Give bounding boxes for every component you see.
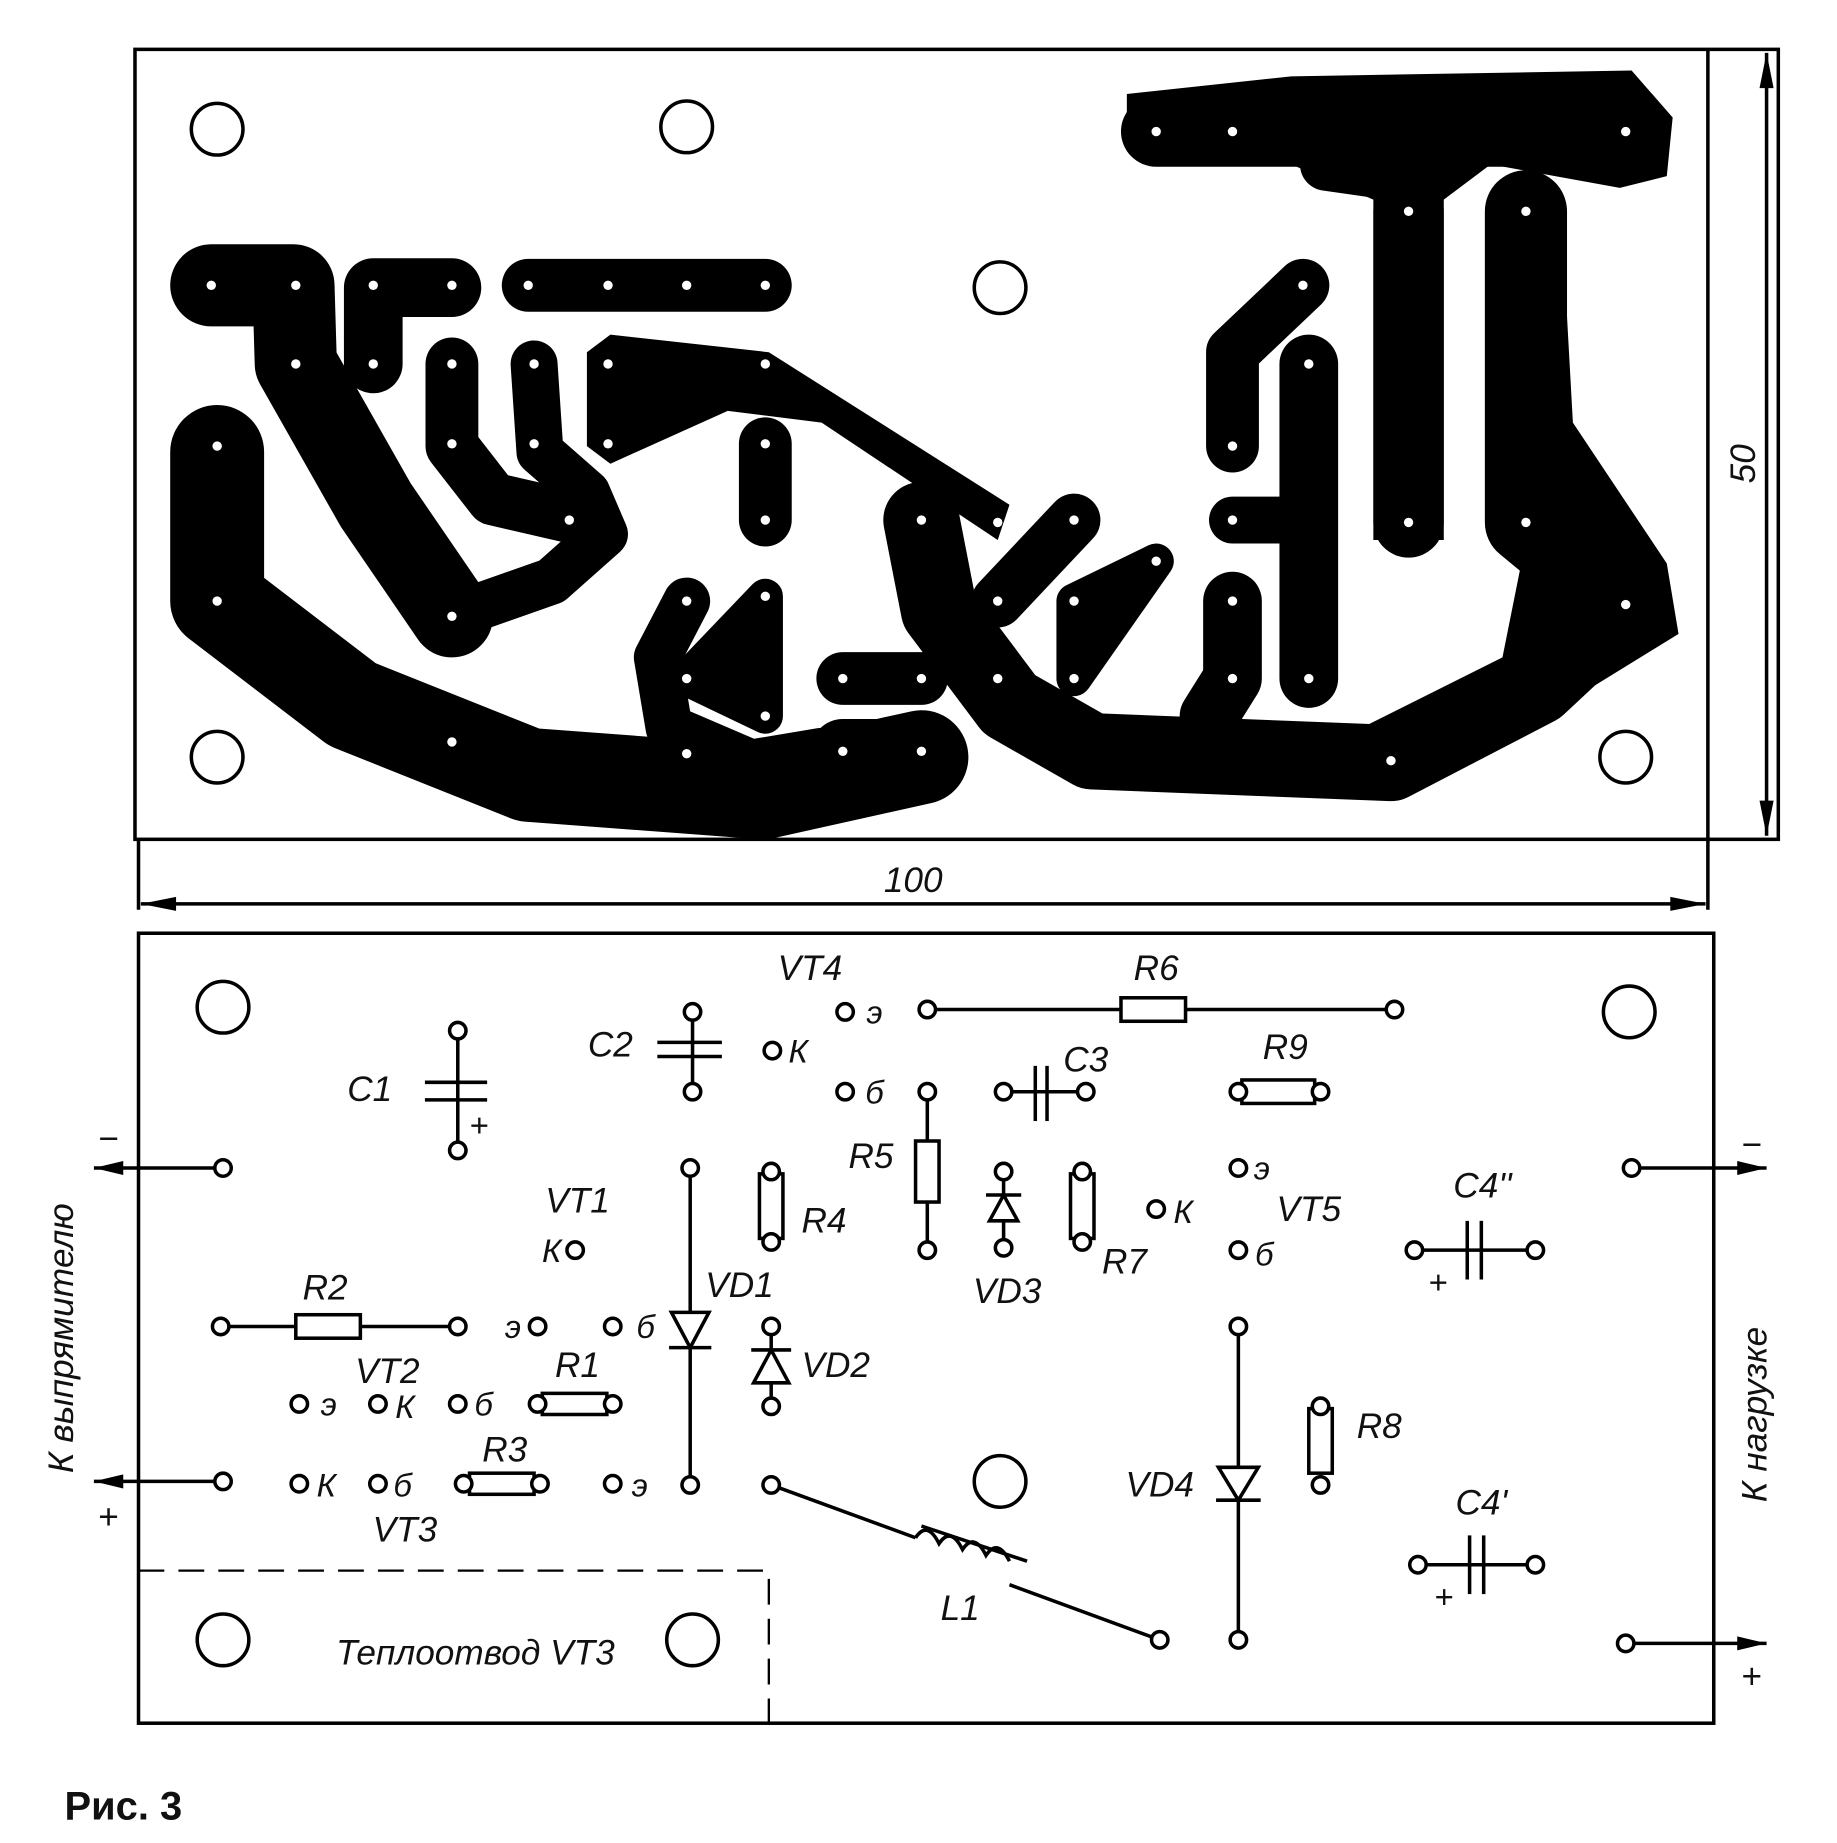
pin-k: К bbox=[317, 1467, 338, 1504]
right-side-label: К нагрузке bbox=[1736, 1327, 1775, 1502]
pin-e: э bbox=[505, 1308, 521, 1345]
pin-b: б bbox=[865, 1073, 885, 1110]
mounting-holes-top bbox=[189, 99, 1654, 785]
pin-k: К bbox=[395, 1388, 416, 1425]
component-symbols bbox=[93, 996, 1767, 1654]
label-vt2: VT2 bbox=[355, 1352, 420, 1391]
label-vt1: VT1 bbox=[545, 1182, 610, 1221]
label-r7: R7 bbox=[1102, 1243, 1148, 1282]
c4a-plus: + bbox=[1428, 1264, 1447, 1301]
label-c1: C1 bbox=[347, 1070, 392, 1109]
label-c4a: C4'' bbox=[1453, 1166, 1513, 1205]
pin-k: К bbox=[1174, 1193, 1195, 1230]
pin-e: э bbox=[632, 1467, 648, 1504]
label-vd3: VD3 bbox=[973, 1272, 1042, 1311]
component-layer-board: Теплоотвод VT3 bbox=[42, 931, 1775, 1725]
copper-layer-board bbox=[133, 47, 1781, 842]
pin-labels: э К б К э б э К б К б э э К б bbox=[317, 994, 1275, 1504]
label-r3: R3 bbox=[482, 1430, 527, 1469]
label-r4: R4 bbox=[802, 1202, 847, 1241]
component-labels: VT4 R6 C2 C1 C3 R9 R5 VT1 R4 VD1 VD3 R7 … bbox=[303, 949, 1513, 1628]
label-vd4: VD4 bbox=[1125, 1466, 1193, 1505]
left-side-label: К выпрямителю bbox=[42, 1203, 81, 1473]
label-vt5: VT5 bbox=[1277, 1190, 1342, 1229]
pin-k: К bbox=[542, 1232, 563, 1269]
pin-k: К bbox=[788, 1032, 809, 1069]
label-vt4: VT4 bbox=[778, 949, 843, 988]
label-r8: R8 bbox=[1357, 1407, 1402, 1446]
dimension-lines: 50 100 bbox=[136, 49, 1774, 911]
pin-b: б bbox=[636, 1308, 656, 1345]
polarity-marks: − + − + + + + bbox=[98, 1106, 1762, 1696]
height-dimension: 50 bbox=[1724, 444, 1763, 484]
plus-sign: + bbox=[98, 1497, 119, 1536]
copper-traces bbox=[170, 70, 1679, 840]
label-r9: R9 bbox=[1263, 1028, 1308, 1067]
pin-e: э bbox=[1254, 1150, 1270, 1187]
label-vt3: VT3 bbox=[373, 1510, 438, 1549]
width-dimension: 100 bbox=[884, 861, 943, 900]
pin-b: б bbox=[474, 1386, 494, 1423]
pin-e: э bbox=[866, 994, 882, 1031]
minus-sign: − bbox=[98, 1119, 119, 1158]
minus-sign: − bbox=[1741, 1125, 1762, 1164]
figure-caption: Рис. 3 bbox=[65, 1784, 183, 1828]
c1-plus: + bbox=[469, 1106, 488, 1143]
label-r1: R1 bbox=[555, 1346, 600, 1385]
label-c3: C3 bbox=[1063, 1041, 1108, 1080]
label-vd2: VD2 bbox=[802, 1346, 871, 1385]
label-r2: R2 bbox=[303, 1268, 348, 1307]
mounting-holes-bottom bbox=[195, 979, 1657, 1668]
label-r6: R6 bbox=[1134, 949, 1179, 988]
label-c4b: C4' bbox=[1455, 1483, 1508, 1522]
plus-sign: + bbox=[1741, 1657, 1762, 1696]
label-l1: L1 bbox=[941, 1589, 980, 1628]
c4b-plus: + bbox=[1434, 1578, 1453, 1615]
pin-e: э bbox=[321, 1386, 337, 1423]
label-c2: C2 bbox=[588, 1025, 633, 1064]
copper-pads bbox=[206, 126, 1631, 766]
label-r5: R5 bbox=[848, 1137, 893, 1176]
heatsink-outline bbox=[138, 1569, 771, 1724]
label-vd1: VD1 bbox=[705, 1266, 773, 1305]
heatsink-label: Теплоотвод VT3 bbox=[336, 1634, 615, 1673]
pin-b: б bbox=[1255, 1235, 1275, 1272]
pin-b: б bbox=[393, 1467, 413, 1504]
